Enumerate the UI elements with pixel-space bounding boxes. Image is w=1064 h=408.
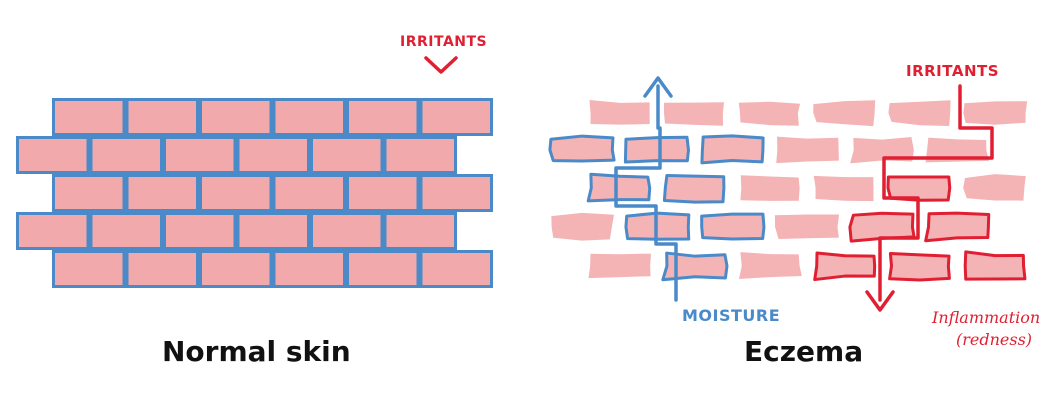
brick — [128, 253, 196, 285]
brick — [239, 215, 307, 247]
brick — [128, 101, 196, 133]
damaged-brick-outlined — [886, 175, 952, 202]
brick — [202, 177, 270, 209]
damaged-brick — [738, 101, 801, 126]
damaged-brick-outlined — [662, 173, 726, 204]
damaged-brick — [663, 102, 724, 126]
moisture-arrow-head — [643, 76, 673, 98]
damaged-brick — [963, 174, 1026, 201]
brick — [92, 215, 160, 247]
brick — [349, 253, 417, 285]
brick — [313, 139, 381, 171]
brick — [166, 215, 234, 247]
brick — [422, 177, 490, 209]
damaged-brick-outlined — [586, 172, 652, 203]
brick — [349, 101, 417, 133]
brick — [275, 177, 343, 209]
brick — [313, 215, 381, 247]
brick — [386, 215, 454, 247]
eczema-skin-wall — [548, 99, 1028, 282]
damaged-brick-outlined — [700, 212, 766, 241]
brick — [275, 101, 343, 133]
brick — [92, 139, 160, 171]
brick — [239, 139, 307, 171]
normal-skin-caption: Normal skin — [162, 335, 351, 368]
brick — [166, 139, 234, 171]
eczema-caption: Eczema — [744, 335, 864, 368]
brick — [386, 139, 454, 171]
damaged-brick — [740, 175, 800, 201]
damaged-brick — [739, 252, 802, 279]
brick — [422, 253, 490, 285]
irritants-arrow-blocked — [424, 56, 458, 74]
brick — [55, 177, 123, 209]
mortar-row — [16, 212, 457, 250]
damaged-brick — [813, 100, 876, 127]
brick — [202, 101, 270, 133]
damaged-brick — [813, 175, 874, 202]
brick — [55, 101, 123, 133]
damaged-brick-outlined — [623, 135, 690, 164]
irritants-arrow-head — [865, 290, 895, 312]
normal-skin-wall — [16, 56, 493, 288]
mortar-row — [52, 174, 493, 212]
damaged-brick-outlined — [661, 251, 729, 282]
damaged-brick-outlined — [888, 251, 951, 282]
damaged-brick-outlined — [924, 211, 991, 243]
moisture-path — [614, 84, 678, 302]
damaged-brick — [774, 214, 840, 239]
damaged-brick — [588, 253, 651, 279]
brick — [19, 139, 87, 171]
damaged-brick-outlined — [700, 134, 765, 165]
irritants-path — [878, 84, 994, 302]
redness-label: (redness) — [956, 330, 1033, 349]
damaged-brick — [925, 137, 989, 163]
irritants-label-normal: IRRITANTS — [400, 34, 488, 50]
damaged-brick-outlined — [963, 250, 1027, 281]
damaged-brick-outlined — [813, 251, 877, 282]
flow-paths — [614, 76, 994, 312]
damaged-brick — [551, 212, 614, 241]
damaged-brick — [888, 100, 951, 127]
moisture-label: MOISTURE — [682, 306, 781, 325]
brick — [202, 253, 270, 285]
brick — [19, 215, 87, 247]
brick — [55, 253, 123, 285]
irritants-label-eczema: IRRITANTS — [906, 62, 1000, 80]
damaged-brick-outlined — [548, 134, 616, 163]
mortar-row — [16, 136, 457, 174]
inflammation-label: Inflammation — [932, 308, 1041, 327]
mortar-row — [52, 250, 493, 288]
brick — [422, 101, 490, 133]
damaged-brick — [589, 99, 650, 125]
brick — [275, 253, 343, 285]
brick — [349, 177, 417, 209]
damaged-brick — [776, 136, 839, 164]
mortar-row — [52, 98, 493, 136]
brick — [128, 177, 196, 209]
damaged-brick — [963, 101, 1028, 125]
